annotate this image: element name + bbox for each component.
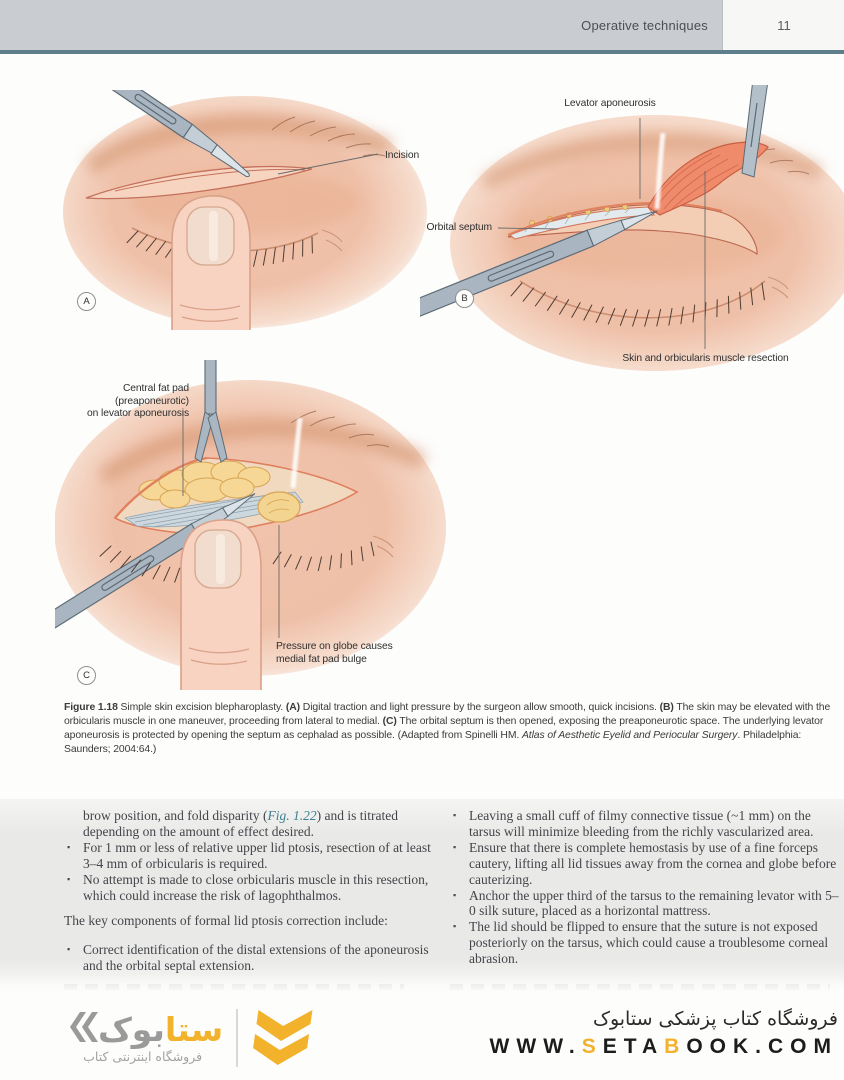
footer-url: WWW.SETABOOK.COM — [489, 1035, 838, 1058]
list-item: The lid should be flipped to ensure that… — [450, 919, 844, 967]
figure-b-badge: B — [455, 289, 474, 308]
footer-persian-text: فروشگاه کتاب پزشکی ستابوک — [592, 1008, 838, 1030]
scalpel — [84, 90, 250, 178]
left-column: brow position, and fold disparity (Fig. … — [64, 808, 436, 974]
leader-lines — [182, 410, 280, 638]
list-item-text: For 1 mm or less of relative upper lid p… — [83, 839, 431, 871]
label-central-fat-pad: Central fat pad (preaponeurotic) on leva… — [87, 383, 189, 419]
section-title: Operative techniques — [581, 17, 708, 33]
scissors — [420, 210, 658, 322]
footer-right: فروشگاه کتاب پزشکی ستابوک WWW.SETABOOK.C… — [408, 1008, 838, 1059]
list-item: For 1 mm or less of relative upper lid p… — [64, 840, 436, 872]
figure-caption: Figure 1.18 Simple skin excision blephar… — [64, 702, 831, 756]
eyebrow-hairs — [271, 116, 386, 157]
figure-a: Incision A — [60, 90, 440, 330]
incision — [85, 165, 313, 200]
body-text-section: brow position, and fold disparity (Fig. … — [0, 799, 844, 999]
label-incision: Incision — [385, 150, 420, 161]
list-item: Leaving a small cuff of filmy connective… — [450, 808, 844, 840]
canthus-wrinkles — [767, 276, 789, 299]
orbital-septum-band — [508, 206, 656, 240]
label-pressure-on-globe: Pressure on globe causes medial fat pad … — [276, 641, 393, 665]
list-item-text: Correct identification of the distal ext… — [83, 942, 429, 974]
page-number: 11 — [777, 17, 791, 33]
medial-fat-bulge — [257, 491, 301, 523]
eyelashes-right — [272, 541, 375, 572]
bullet-list: For 1 mm or less of relative upper lid p… — [64, 840, 436, 904]
figure-c: Central fat pad (preaponeurotic) on leva… — [55, 360, 455, 690]
list-item: Correct identification of the distal ext… — [64, 942, 436, 974]
list-item: Anchor the upper third of the tarsus to … — [450, 888, 844, 920]
logo-wordmark: ستابوک — [62, 1012, 223, 1048]
header-bar: Operative techniques — [0, 0, 722, 50]
right-column: Leaving a small cuff of filmy connective… — [450, 808, 844, 974]
canthus-wrinkles — [372, 535, 394, 558]
label-levator-aponeurosis: Levator aponeurosis — [564, 98, 656, 109]
fat-lobules — [138, 460, 271, 509]
bullet-list: Leaving a small cuff of filmy connective… — [450, 808, 844, 967]
finger-creases — [188, 647, 250, 665]
key-components-paragraph: The key components of formal lid ptosis … — [64, 913, 388, 929]
leader-lines — [497, 118, 706, 349]
light-streak — [654, 132, 666, 210]
light-streak — [290, 417, 303, 489]
list-item-text: Ensure that there is complete hemostasis… — [469, 839, 837, 887]
page-number-cell: 11 — [722, 0, 844, 50]
eyebrow-hairs — [290, 410, 390, 448]
figure-b: Levator aponeurosis Orbital septum Skin … — [420, 85, 844, 385]
label-skin-orbicularis-resection: Skin and orbicularis muscle resection — [622, 353, 789, 364]
logo-divider — [236, 1009, 239, 1067]
figure-b-illustration — [420, 85, 844, 371]
eyebrow — [481, 134, 824, 190]
lid-margin — [519, 280, 766, 319]
list-item-text: The lid should be flipped to ensure that… — [469, 919, 829, 967]
logo-chevron-emblem — [253, 1010, 313, 1065]
list-item-text: No attempt is made to close orbicularis … — [83, 871, 429, 903]
figure-a-badge: A — [77, 292, 96, 311]
figure-a-illustration — [63, 90, 427, 330]
list-item: Ensure that there is complete hemostasis… — [450, 840, 844, 888]
bullet-list: Correct identification of the distal ext… — [64, 942, 436, 974]
page-header: Operative techniques 11 — [0, 0, 844, 54]
list-item-text: Leaving a small cuff of filmy connective… — [469, 808, 814, 839]
page-fade — [0, 975, 844, 999]
list-item-text: Anchor the upper third of the tarsus to … — [469, 887, 839, 919]
logo-subtext: فروشگاه اینترنتی کتاب — [83, 1049, 203, 1064]
figure-c-illustration — [55, 360, 446, 690]
figure-c-badge: C — [77, 666, 96, 685]
paragraph-continuation: brow position, and fold disparity (Fig. … — [83, 808, 398, 839]
forceps — [194, 360, 228, 463]
forceps — [741, 85, 768, 178]
orbicularis-muscle-strip — [647, 141, 769, 216]
leader-line — [277, 153, 379, 175]
eyelashes — [510, 282, 765, 327]
finger-creases — [179, 304, 241, 322]
setabook-logo: ستابوک فروشگاه اینترنتی کتاب — [62, 1006, 313, 1070]
canthus-wrinkles — [321, 229, 343, 252]
label-orbital-septum: Orbital septum — [426, 222, 492, 233]
double-chevron-left-icon — [70, 1012, 98, 1042]
header-rule — [0, 50, 844, 54]
list-item: No attempt is made to close orbicularis … — [64, 872, 436, 904]
